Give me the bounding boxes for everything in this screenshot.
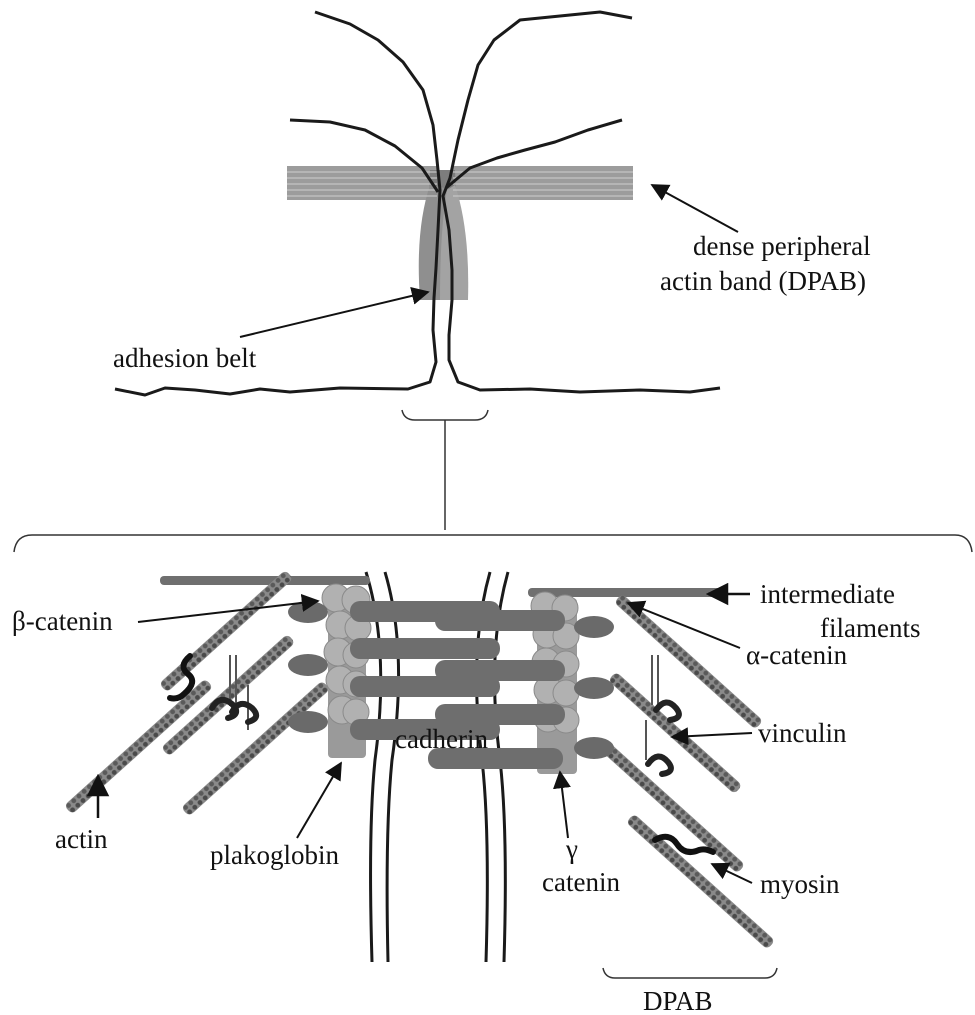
intermediate-label-line1: intermediate bbox=[760, 579, 895, 609]
gamma-label: γ bbox=[565, 834, 578, 864]
intermediate-filaments bbox=[160, 576, 728, 597]
large-bracket bbox=[14, 535, 972, 552]
catenin-label: catenin bbox=[542, 867, 620, 897]
adhesion-belt-arrow bbox=[240, 292, 428, 337]
adhesion-belt-label: adhesion belt bbox=[113, 343, 257, 373]
intermediate-label-line2: filaments bbox=[820, 613, 920, 643]
top-bracket bbox=[402, 410, 488, 420]
dpab-arrow bbox=[652, 185, 738, 232]
gamma-catenin-arrow bbox=[560, 772, 568, 838]
top-cells bbox=[115, 12, 720, 530]
dpab-bracket bbox=[603, 968, 777, 978]
dpab-label-line2: actin band (DPAB) bbox=[660, 266, 866, 296]
alpha-catenin-label: α-catenin bbox=[746, 640, 848, 670]
plakoglobin-label: plakoglobin bbox=[210, 840, 339, 870]
top-actin-band bbox=[287, 166, 633, 300]
dpab-short-label: DPAB bbox=[643, 986, 713, 1015]
cadherin-label: cadherin bbox=[395, 724, 488, 754]
dpab-label-line1: dense peripheral bbox=[693, 231, 871, 261]
top-labels: dense peripheral actin band (DPAB) adhes… bbox=[113, 185, 871, 373]
plakoglobin-arrow bbox=[297, 763, 341, 838]
actin-label: actin bbox=[55, 824, 108, 854]
vinculin-label: vinculin bbox=[758, 718, 847, 748]
top-membranes bbox=[115, 12, 720, 395]
myosin-label: myosin bbox=[760, 869, 840, 899]
beta-catenin-label: β-catenin bbox=[12, 606, 113, 636]
